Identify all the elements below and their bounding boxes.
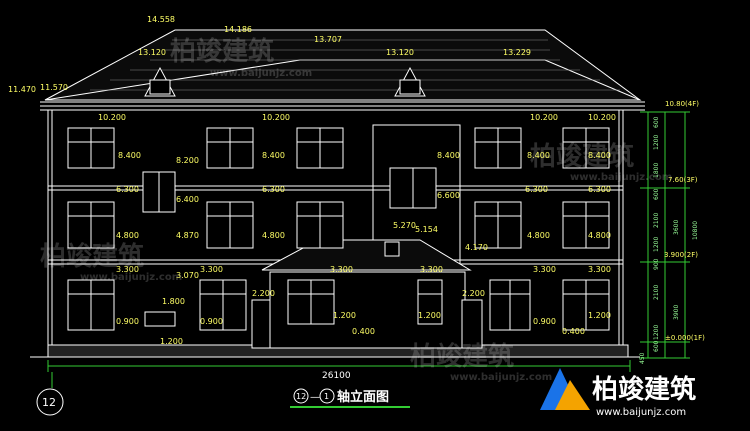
rdim-11: 600	[653, 340, 660, 352]
label-0900-a: 0.900	[116, 317, 139, 326]
label-0900-c: 0.900	[533, 317, 556, 326]
watermark-bottom: 柏竣建筑	[410, 341, 514, 372]
brand-url: www.baijunjz.com	[596, 407, 686, 418]
rdim-4: 2100	[653, 213, 660, 228]
watermark-top: 柏竣建筑	[170, 36, 274, 67]
watermark-url-top: www.baijunjz.com	[210, 68, 312, 79]
label-3300-a: 3.300	[116, 265, 139, 274]
label-6300-b: 6.300	[262, 185, 285, 194]
rdim-8: 2100	[653, 285, 660, 300]
rdim-5: 1200	[653, 237, 660, 252]
label-3300-d: 3.300	[420, 265, 443, 274]
title-axis-circle-from	[293, 388, 309, 404]
level-3f: 7.60(3F)	[668, 176, 698, 184]
rdim-3: 600	[653, 188, 660, 200]
label-ridge-right: 13.229	[503, 48, 531, 57]
rdim-12: 450	[639, 352, 646, 364]
axis-bubble	[36, 388, 64, 416]
axis-bubble-label: 12	[42, 396, 56, 409]
rdim-total: 10800	[692, 221, 699, 240]
title-axis-from: 12	[296, 392, 306, 401]
label-10200-c: 10.200	[530, 113, 558, 122]
label-1200-c: 1.200	[588, 311, 611, 320]
level-roof: 10.80(4F)	[665, 100, 699, 108]
label-dormer-mid: 13.120	[386, 48, 414, 57]
watermark-left: 柏竣建筑	[40, 241, 144, 272]
rdim-2: 1800	[653, 163, 660, 178]
label-10200-d: 10.200	[588, 113, 616, 122]
label-3300-c: 3.300	[330, 265, 353, 274]
right-dim-labels: 600 1200 1800 600 2100 1200 3600 900 210…	[639, 116, 699, 364]
label-eave-left2: 11.570	[40, 83, 68, 92]
label-2200-a: 2.200	[252, 289, 275, 298]
label-1200-b: 1.200	[418, 311, 441, 320]
label-1200-a: 1.200	[333, 311, 356, 320]
label-5270: 5.270	[393, 221, 416, 230]
label-ridge-3: 13.707	[314, 35, 342, 44]
label-8400-d: 8.400	[527, 151, 550, 160]
label-dormer-left: 13.120	[138, 48, 166, 57]
label-6300-d: 6.300	[588, 185, 611, 194]
overall-width-label: 26100	[322, 371, 351, 381]
level-1f: ±0.000(1F)	[665, 334, 705, 342]
rdim-9: 3900	[673, 305, 680, 320]
label-1800: 1.800	[162, 297, 185, 306]
label-4870: 4.870	[176, 231, 199, 240]
label-0400-b: 0.400	[562, 327, 585, 336]
title-axis-circle-to	[319, 388, 335, 404]
drawing-title: 轴立面图	[337, 389, 389, 405]
label-6400: 6.400	[176, 195, 199, 204]
label-eave-left: 11.470	[8, 85, 36, 94]
title-axis-to: 1	[324, 392, 329, 401]
label-4800-b: 4.800	[262, 231, 285, 240]
rdim-0: 600	[653, 116, 660, 128]
label-3300-b: 3.300	[200, 265, 223, 274]
windows	[67, 127, 610, 349]
label-0900-b: 0.900	[200, 317, 223, 326]
label-6300-a: 6.300	[116, 185, 139, 194]
label-8400-e: 8.400	[588, 151, 611, 160]
label-8200: 8.200	[176, 156, 199, 165]
label-5154: 5.154	[415, 225, 438, 234]
level-2f: 3.900(2F)	[664, 251, 698, 259]
label-4800-d: 4.800	[588, 231, 611, 240]
title-dash: —	[310, 392, 320, 403]
roof	[40, 29, 645, 111]
label-2200-b: 2.200	[462, 289, 485, 298]
brand-logo: 柏竣建筑 www.baijunjz.com	[540, 368, 696, 418]
rdim-6: 3600	[673, 220, 680, 235]
label-8400-b: 8.400	[262, 151, 285, 160]
elevation-labels: 14.558 14.186 13.707 13.120 13.120 13.22…	[8, 15, 616, 346]
label-1200-d: 1.200	[160, 337, 183, 346]
watermark-group: 柏竣建筑 www.baijunjz.com 柏竣建筑 www.baijunjz.…	[40, 36, 672, 383]
label-4800-c: 4.800	[527, 231, 550, 240]
label-3300-e: 3.300	[533, 265, 556, 274]
label-6600: 6.600	[437, 191, 460, 200]
right-dimension-lines	[640, 111, 690, 359]
rdim-10: 1200	[653, 325, 660, 340]
label-3300-f: 3.300	[588, 265, 611, 274]
label-3070: 3.070	[176, 271, 199, 280]
watermark-url-right: www.baijunjz.com	[570, 172, 672, 183]
watermark-url-left: www.baijunjz.com	[80, 272, 182, 283]
label-8400-a: 8.400	[118, 151, 141, 160]
label-10200-a: 10.200	[98, 113, 126, 122]
brand-name: 柏竣建筑	[592, 374, 696, 405]
label-4800-a: 4.800	[116, 231, 139, 240]
level-labels: 10.80(4F) 7.60(3F) 3.900(2F) ±0.000(1F)	[664, 100, 705, 342]
label-4170: 4.170	[465, 243, 488, 252]
label-0400-a: 0.400	[352, 327, 375, 336]
bottom-dimension	[47, 360, 631, 388]
label-ridge-2: 14.186	[224, 25, 252, 34]
watermark-right: 柏竣建筑	[530, 141, 634, 172]
label-ridge-main: 14.558	[147, 15, 175, 24]
label-6300-c: 6.300	[525, 185, 548, 194]
rdim-7: 900	[653, 258, 660, 270]
watermark-url-bottom: www.baijunjz.com	[450, 372, 552, 383]
label-8400-c: 8.400	[437, 151, 460, 160]
label-10200-b: 10.200	[262, 113, 290, 122]
rdim-1: 1200	[653, 135, 660, 150]
